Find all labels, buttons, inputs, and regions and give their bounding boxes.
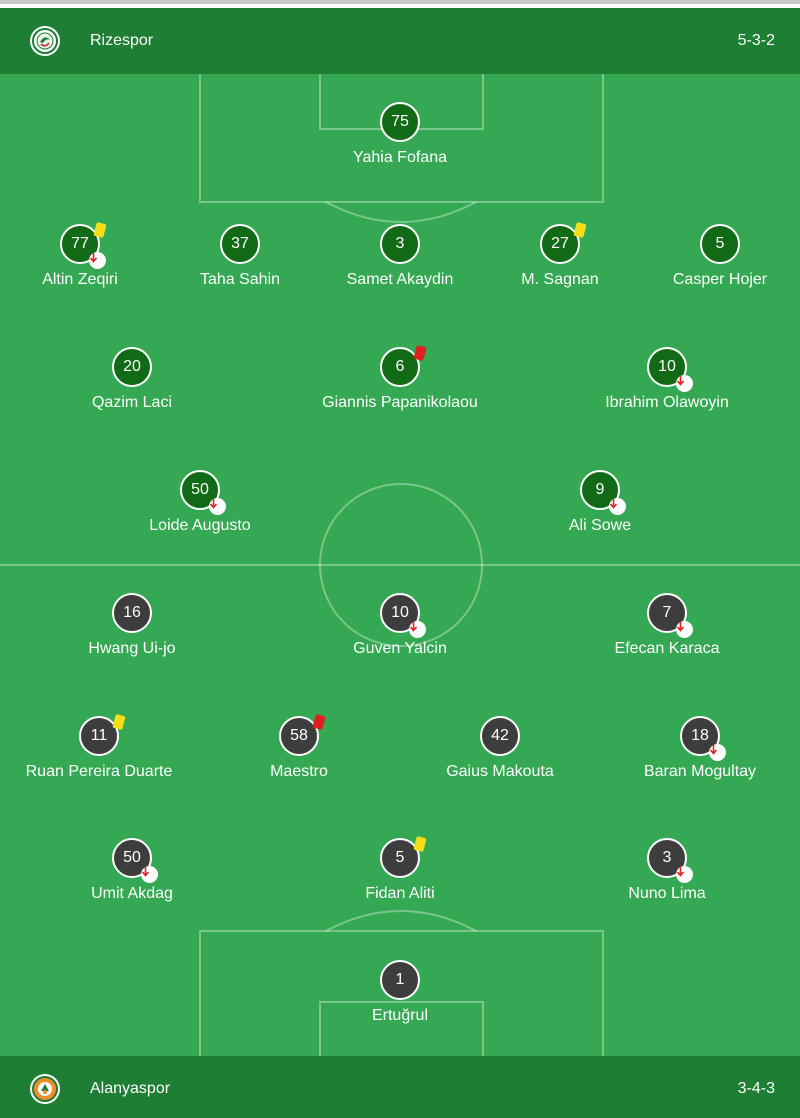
- player-number-badge: 6: [380, 344, 427, 387]
- player-name: Ruan Pereira Duarte: [25, 763, 173, 780]
- substitution-out-icon: [676, 866, 693, 883]
- yellow-card-icon: [413, 835, 427, 853]
- player-number-badge: 7: [647, 593, 693, 638]
- player-name: Fidan Aliti: [365, 885, 435, 902]
- player-number-badge: 10: [647, 347, 693, 392]
- player-name: Loide Augusto: [149, 517, 251, 534]
- player-number-badge: 50: [180, 470, 226, 515]
- player-name: Hwang Ui-jo: [88, 640, 176, 657]
- yellow-card-icon: [112, 713, 126, 731]
- yellow-card-icon: [573, 221, 587, 239]
- substitution-out-icon: [609, 498, 626, 515]
- red-card-icon: [413, 344, 427, 362]
- player-number-badge: 37: [220, 224, 260, 264]
- home-team-name: Rizespor: [90, 32, 154, 49]
- player-name: Samet Akaydin: [346, 271, 454, 288]
- home-team-header[interactable]: Rizespor 5-3-2: [0, 8, 800, 74]
- substitution-out-icon: [709, 744, 726, 761]
- player-name: Ali Sowe: [568, 517, 632, 534]
- player-name: Efecan Karaca: [614, 640, 720, 657]
- player-number-badge: 5: [380, 835, 427, 878]
- player-name: Guven Yalcin: [353, 640, 447, 657]
- substitution-out-icon: [209, 498, 226, 515]
- player-number-badge: 27: [540, 221, 587, 264]
- away-team-name: Alanyaspor: [90, 1080, 171, 1097]
- player-name: Taha Sahin: [199, 271, 281, 288]
- rizespor-logo-icon: [30, 26, 60, 56]
- yellow-card-icon: [93, 221, 107, 239]
- player-name: Yahia Fofana: [353, 149, 447, 166]
- player-number-badge: 77: [60, 221, 107, 269]
- player-number-badge: 1: [380, 960, 420, 1000]
- home-team-formation: 5-3-2: [737, 32, 775, 49]
- red-card-icon: [312, 713, 326, 731]
- player-number-badge: 5: [700, 224, 740, 264]
- player-name: Casper Hojer: [672, 271, 768, 288]
- away-team-formation: 3-4-3: [737, 1080, 775, 1097]
- pitch-markings: [0, 74, 800, 1056]
- player-name: Ertuğrul: [371, 1007, 429, 1024]
- player-number-badge: 3: [380, 224, 420, 264]
- home-player[interactable]: 27 M. Sagnan: [460, 221, 660, 289]
- player-name: Umit Akdag: [91, 885, 173, 902]
- player-number-badge: 75: [380, 102, 420, 142]
- player-name: Gaius Makouta: [446, 763, 554, 780]
- player-number-badge: 58: [279, 713, 326, 756]
- player-name: Maestro: [270, 763, 328, 780]
- player-number-badge: 10: [380, 593, 426, 638]
- player-number-badge: 18: [680, 716, 726, 761]
- player-name: Altin Zeqiri: [42, 271, 118, 288]
- player-number-badge: 50: [112, 838, 158, 883]
- substitution-out-icon: [676, 375, 693, 392]
- player-number-badge: 42: [480, 716, 520, 756]
- player-number-badge: 20: [112, 347, 152, 387]
- player-name: Baran Mogultay: [643, 763, 757, 780]
- substitution-out-icon: [89, 252, 106, 269]
- player-name: M. Sagnan: [521, 271, 599, 288]
- substitution-out-icon: [409, 621, 426, 638]
- substitution-out-icon: [141, 866, 158, 883]
- player-number-badge: 9: [580, 470, 626, 515]
- player-name: Giannis Papanikolaou: [322, 394, 478, 411]
- player-number-badge: 3: [647, 838, 693, 883]
- substitution-out-icon: [676, 621, 693, 638]
- away-team-header[interactable]: Alanyaspor 3-4-3: [0, 1056, 800, 1118]
- player-name: Ibrahim Olawoyin: [605, 394, 729, 411]
- player-name: Qazim Laci: [91, 394, 173, 411]
- player-number-badge: 16: [112, 593, 152, 633]
- alanyaspor-logo-icon: [30, 1074, 60, 1104]
- player-name: Nuno Lima: [628, 885, 706, 902]
- player-number-badge: 11: [79, 713, 126, 756]
